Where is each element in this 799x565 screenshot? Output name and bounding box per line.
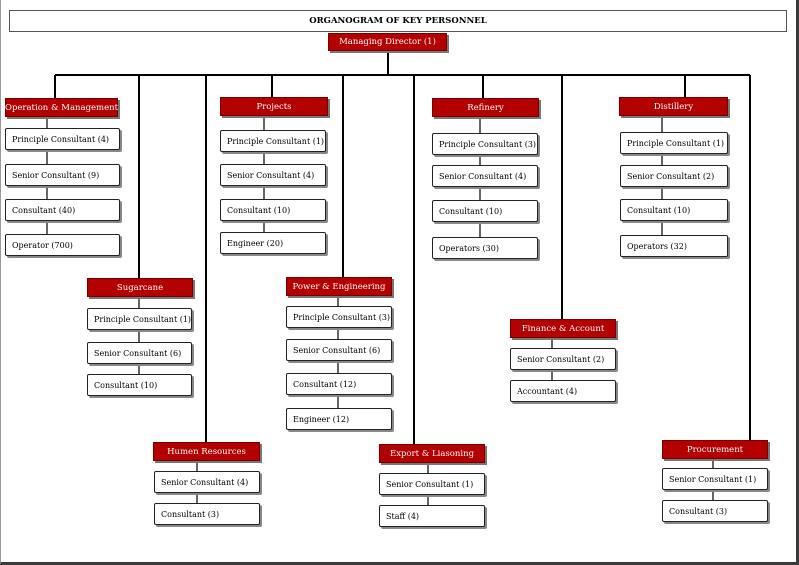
- sugarcane-item-3: Consultant (10): [87, 374, 192, 396]
- header-operation-management-label: Operation & Management: [4, 102, 119, 113]
- distillery-item-1: Principle Consultant (1): [620, 132, 728, 154]
- distillery-item-4-label: Operators (32): [627, 241, 687, 251]
- operation-item-4-label: Operator (700): [12, 240, 73, 250]
- power-item-3: Consultant (12): [286, 373, 392, 395]
- operation-item-3-label: Consultant (40): [12, 205, 76, 215]
- projects-item-3: Consultant (10): [220, 199, 326, 221]
- header-power-engineering: Power & Engineering: [286, 277, 392, 296]
- hr-item-1: Senior Consultant (4): [154, 471, 260, 493]
- header-finance-account-label: Finance & Account: [521, 323, 605, 334]
- finance-item-2: Accountant (4): [510, 380, 616, 402]
- power-item-4: Engineer (12): [286, 408, 392, 430]
- export-item-2: Staff (4): [379, 505, 485, 527]
- operation-item-1-label: Principle Consultant (4): [12, 134, 110, 144]
- refinery-item-1: Principle Consultant (3): [432, 133, 538, 155]
- header-projects-label: Projects: [256, 101, 292, 112]
- header-projects: Projects: [220, 97, 328, 116]
- power-item-1-label: Principle Consultant (3): [293, 312, 391, 322]
- header-procurement-label: Procurement: [686, 444, 744, 455]
- procurement-item-1-label: Senior Consultant (1): [669, 474, 757, 484]
- managing-director-label: Managing Director (1): [339, 37, 436, 47]
- finance-item-1: Senior Consultant (2): [510, 348, 616, 370]
- power-item-1: Principle Consultant (3): [286, 306, 392, 328]
- refinery-item-1-label: Principle Consultant (3): [439, 139, 537, 149]
- chart-title: ORGANOGRAM OF KEY PERSONNEL: [9, 10, 787, 32]
- header-human-resources-label: Humen Resources: [167, 446, 246, 457]
- refinery-item-2: Senior Consultant (4): [432, 165, 538, 187]
- header-refinery: Refinery: [432, 98, 539, 117]
- sugarcane-item-1: Principle Consultant (1): [87, 308, 192, 330]
- operation-item-4: Operator (700): [5, 234, 120, 256]
- operation-item-1: Principle Consultant (4): [5, 128, 120, 150]
- header-distillery: Distillery: [619, 97, 728, 116]
- sugarcane-item-3-label: Consultant (10): [94, 380, 158, 390]
- refinery-item-4-label: Operators (30): [439, 243, 499, 253]
- header-sugarcane: Sugarcane: [87, 278, 193, 297]
- operation-item-3: Consultant (40): [5, 199, 120, 221]
- distillery-item-1-label: Principle Consultant (1): [627, 138, 725, 148]
- distillery-item-3: Consultant (10): [620, 199, 728, 221]
- refinery-item-3: Consultant (10): [432, 200, 538, 222]
- distillery-item-2: Senior Consultant (2): [620, 165, 728, 187]
- projects-item-2: Senior Consultant (4): [220, 164, 326, 186]
- distillery-item-2-label: Senior Consultant (2): [627, 171, 715, 181]
- export-item-1-label: Senior Consultant (1): [386, 479, 474, 489]
- finance-item-1-label: Senior Consultant (2): [517, 354, 605, 364]
- finance-item-2-label: Accountant (4): [517, 386, 578, 396]
- distillery-item-3-label: Consultant (10): [627, 205, 691, 215]
- sugarcane-item-2-label: Senior Consultant (6): [94, 348, 182, 358]
- projects-item-1-label: Principle Consultant (1): [227, 136, 325, 146]
- operation-item-2-label: Senior Consultant (9): [12, 170, 100, 180]
- header-human-resources: Humen Resources: [153, 442, 260, 461]
- header-power-engineering-label: Power & Engineering: [292, 281, 386, 292]
- sugarcane-item-1-label: Principle Consultant (1): [94, 314, 192, 324]
- header-export-liasoning: Export & Liasoning: [379, 444, 485, 463]
- distillery-item-4: Operators (32): [620, 235, 728, 257]
- hr-item-2-label: Consultant (3): [161, 509, 220, 519]
- refinery-item-2-label: Senior Consultant (4): [439, 171, 527, 181]
- hr-item-1-label: Senior Consultant (4): [161, 477, 249, 487]
- header-procurement: Procurement: [662, 440, 768, 459]
- power-item-2-label: Senior Consultant (6): [293, 345, 381, 355]
- header-sugarcane-label: Sugarcane: [116, 282, 164, 293]
- export-item-2-label: Staff (4): [386, 511, 420, 521]
- header-distillery-label: Distillery: [653, 101, 694, 112]
- projects-item-3-label: Consultant (10): [227, 205, 291, 215]
- projects-item-1: Principle Consultant (1): [220, 130, 326, 152]
- projects-item-4-label: Engineer (20): [227, 238, 284, 248]
- operation-item-2: Senior Consultant (9): [5, 164, 120, 186]
- power-item-2: Senior Consultant (6): [286, 339, 392, 361]
- managing-director-node: Managing Director (1): [328, 33, 447, 51]
- header-export-liasoning-label: Export & Liasoning: [389, 448, 475, 459]
- header-refinery-label: Refinery: [467, 102, 504, 113]
- procurement-item-2: Consultant (3): [662, 500, 768, 522]
- hr-item-2: Consultant (3): [154, 503, 260, 525]
- chart-title-text: ORGANOGRAM OF KEY PERSONNEL: [309, 16, 487, 26]
- power-item-3-label: Consultant (12): [293, 379, 357, 389]
- projects-item-2-label: Senior Consultant (4): [227, 170, 315, 180]
- procurement-item-1: Senior Consultant (1): [662, 468, 768, 490]
- export-item-1: Senior Consultant (1): [379, 473, 485, 495]
- refinery-item-3-label: Consultant (10): [439, 206, 503, 216]
- projects-item-4: Engineer (20): [220, 232, 326, 254]
- header-finance-account: Finance & Account: [510, 319, 616, 338]
- header-operation-management: Operation & Management: [5, 98, 118, 117]
- procurement-item-2-label: Consultant (3): [669, 506, 728, 516]
- power-item-4-label: Engineer (12): [293, 414, 350, 424]
- refinery-item-4: Operators (30): [432, 237, 538, 259]
- sugarcane-item-2: Senior Consultant (6): [87, 342, 192, 364]
